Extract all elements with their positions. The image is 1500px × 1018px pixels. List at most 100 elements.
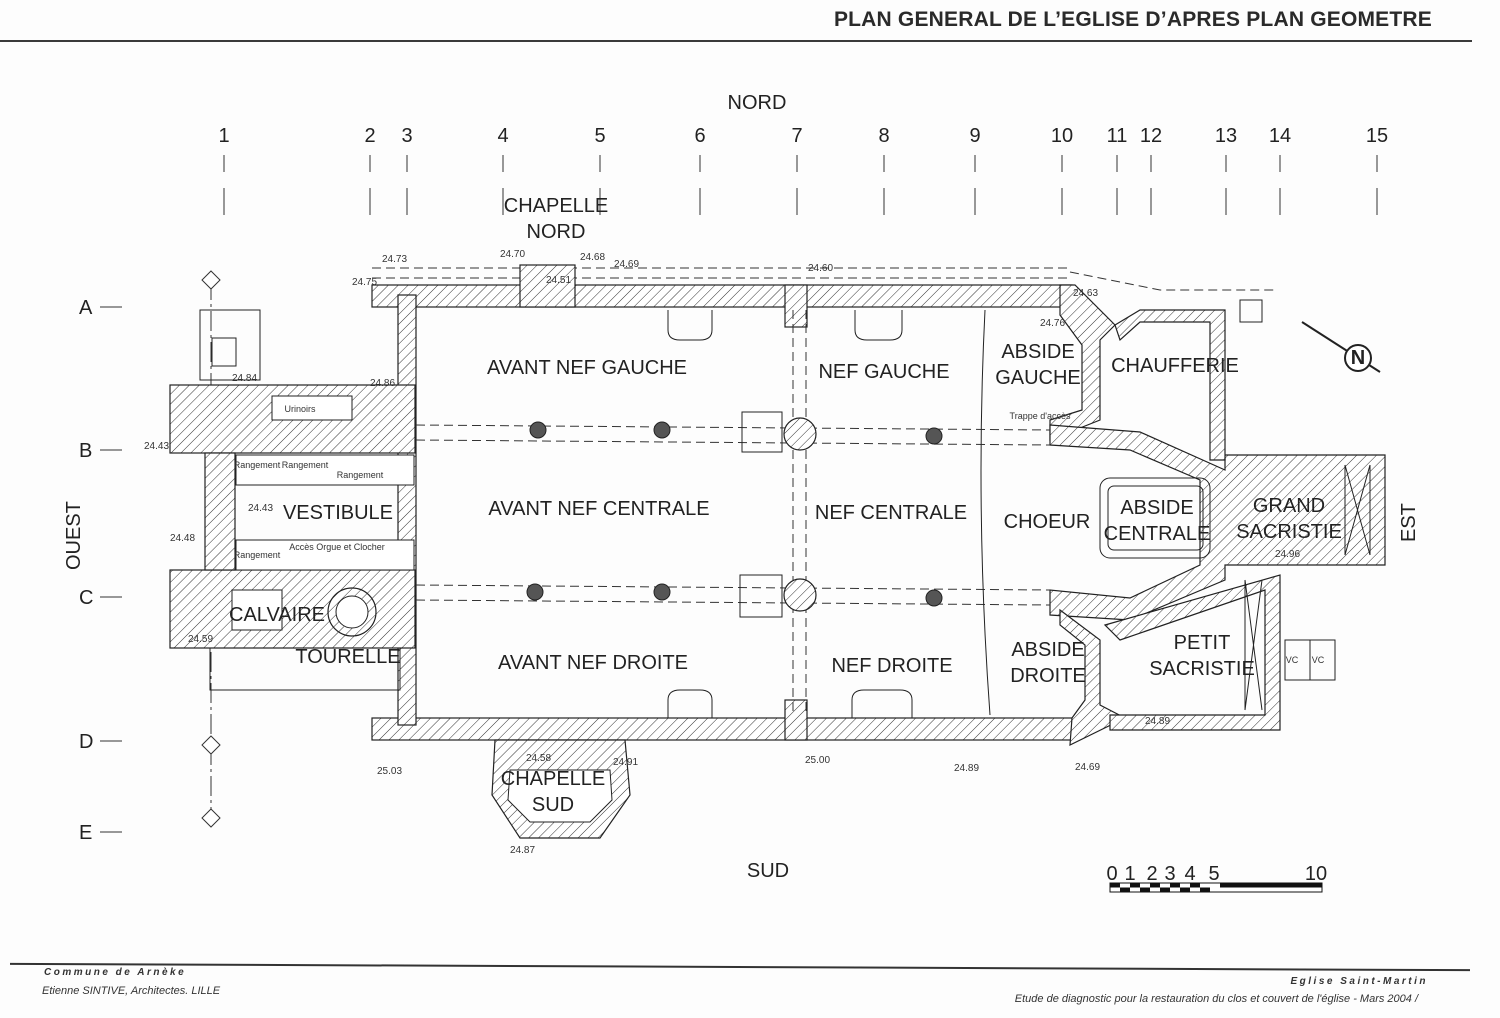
room-abside-droite-2: DROITE: [1010, 665, 1086, 687]
footer-church: Eglise Saint-Martin: [1290, 976, 1428, 987]
grid-column-label: 14: [1269, 125, 1291, 147]
label-rangement: Rangement: [282, 460, 329, 470]
scale-label: 3: [1164, 863, 1175, 885]
elevation-value: 24.43: [248, 503, 273, 514]
elevation-value: 24.69: [1075, 762, 1100, 773]
grid-column-label: 11: [1107, 125, 1128, 147]
elevation-value: 25.03: [377, 766, 402, 777]
roof-outline-north: [372, 267, 1275, 291]
room-chapelle-nord-2: NORD: [527, 221, 586, 243]
room-calvaire: CALVAIRE: [229, 604, 325, 626]
room-chapelle-nord-1: CHAPELLE: [504, 195, 609, 217]
elevation-value: 24.59: [188, 634, 213, 645]
room-abside-gauche-1: ABSIDE: [1001, 341, 1074, 363]
label-rangement: Rangement: [234, 460, 281, 470]
room-abside-gauche-2: GAUCHE: [995, 367, 1081, 389]
room-nef-gauche: NEF GAUCHE: [818, 361, 949, 383]
label-vc: VC: [1312, 655, 1325, 665]
west-label: OUEST: [63, 501, 85, 570]
elevation-value: 25.00: [805, 755, 830, 766]
room-avant-nef-gauche: AVANT NEF GAUCHE: [487, 357, 687, 379]
room-nef-droite: NEF DROITE: [831, 655, 952, 677]
grid-row-label: D: [79, 731, 93, 753]
room-vestibule: VESTIBULE: [283, 502, 393, 524]
label-rangement: Rangement: [234, 550, 281, 560]
grid-column-label: 2: [364, 125, 375, 147]
label-acces-orgue: Accès Orgue et Clocher: [289, 542, 385, 552]
label-vc: VC: [1286, 655, 1299, 665]
room-abside-droite-1: ABSIDE: [1011, 639, 1084, 661]
survey-point-icon: [201, 270, 221, 290]
scale-label: 5: [1208, 863, 1219, 885]
elevation-value: 24.63: [1073, 288, 1098, 299]
elevation-value: 24.89: [954, 763, 979, 774]
grid-row-label: E: [79, 822, 92, 844]
plan-title: PLAN GENERAL DE L’EGLISE D’APRES PLAN GE…: [833, 8, 1432, 31]
grid-column-label: 6: [694, 125, 705, 147]
room-tourelle: TOURELLE: [295, 646, 400, 668]
grid-column-label: 1: [218, 125, 229, 147]
scale-label: 2: [1146, 863, 1157, 885]
walls: [169, 264, 1386, 839]
grid-column-label: 10: [1051, 125, 1073, 147]
north-label: NORD: [728, 92, 787, 114]
grid-column-label: 7: [791, 125, 802, 147]
room-abside-centrale-1: ABSIDE: [1120, 497, 1193, 519]
elevation-value: 24.96: [1275, 549, 1300, 560]
elevation-value: 24.89: [1145, 716, 1170, 727]
elevation-value: 24.68: [580, 252, 605, 263]
footer-architect: Etienne SINTIVE, Architectes. LILLE: [42, 985, 221, 997]
elevation-value: 24.70: [500, 249, 525, 260]
elevation-value: 24.84: [232, 373, 257, 384]
elevation-value: 24.76: [1040, 318, 1065, 329]
compass-north-arrow-icon: N: [1301, 321, 1381, 373]
vault-lines: [415, 309, 1051, 718]
elevation-value: 24.75: [352, 277, 377, 288]
grid-column-label: 12: [1140, 125, 1162, 147]
footer-study: Etude de diagnostic pour la restauration…: [1014, 993, 1418, 1005]
room-choeur: CHOEUR: [1004, 511, 1091, 533]
elevation-value: 24.73: [382, 254, 407, 265]
elevation-value: 24.87: [510, 845, 535, 856]
survey-point-icon: [201, 735, 221, 755]
elevation-value: 24.58: [526, 753, 551, 764]
elevation-value: 24.51: [546, 275, 571, 286]
elevation-value: 24.91: [613, 757, 638, 768]
room-chaufferie: CHAUFFERIE: [1111, 355, 1239, 377]
header-divider: [0, 40, 1472, 42]
elevation-value: 24.43: [144, 441, 169, 452]
elevation-value: 24.86: [370, 378, 395, 389]
grid-row-label: B: [79, 440, 92, 462]
label-trappe: Trappe d'accès: [1010, 411, 1071, 421]
label-urinoirs: Urinoirs: [284, 404, 316, 414]
room-grand-sacristie-1: GRAND: [1253, 495, 1325, 517]
scale-label: 1: [1124, 863, 1135, 885]
east-label: EST: [1398, 503, 1420, 542]
room-nef-centrale: NEF CENTRALE: [815, 502, 967, 524]
grid-row-label: A: [79, 297, 93, 319]
compass-letter: N: [1351, 347, 1365, 369]
room-chapelle-sud-1: CHAPELLE: [501, 768, 606, 790]
grid-column-label: 8: [878, 125, 889, 147]
label-rangement: Rangement: [337, 470, 384, 480]
small-labels: Urinoirs Rangement Rangement Rangement R…: [234, 404, 1325, 665]
room-grand-sacristie-2: SACRISTIE: [1236, 521, 1342, 543]
grid-column-label: 5: [594, 125, 605, 147]
grid-column-label: 9: [969, 125, 980, 147]
elevation-value: 24.69: [614, 259, 639, 270]
columns: [526, 411, 943, 618]
survey-point-icon: [201, 808, 221, 828]
grid-column-label: 3: [401, 125, 412, 147]
room-labels: CHAPELLE NORD AVANT NEF GAUCHE NEF GAUCH…: [229, 195, 1342, 816]
room-petit-sacristie-2: SACRISTIE: [1149, 658, 1255, 680]
room-avant-nef-droite: AVANT NEF DROITE: [498, 652, 688, 674]
grid-row-label: C: [79, 587, 93, 609]
elevation-value: 24.48: [170, 533, 195, 544]
grid-row-markers: A B C D E: [79, 270, 221, 844]
grid-column-label: 15: [1366, 125, 1388, 147]
grid-column-label: 13: [1215, 125, 1237, 147]
scale-label: 0: [1106, 863, 1117, 885]
